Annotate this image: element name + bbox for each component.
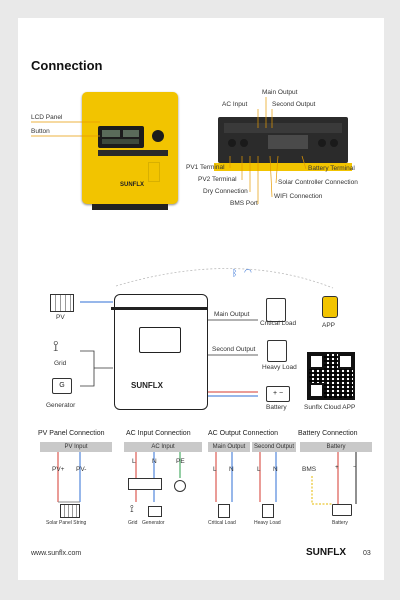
out-main-n-label: N xyxy=(229,466,234,473)
label-button: Button xyxy=(31,128,50,135)
second-output-bar: Second Output xyxy=(252,442,296,452)
label-main-output: Main Output xyxy=(262,89,298,96)
app-phone-icon xyxy=(322,296,338,318)
battery-caption: Battery xyxy=(332,520,348,526)
ac-output-connection-title: AC Output Connection xyxy=(208,430,279,437)
battery-connection-title: Battery Connection xyxy=(298,430,358,437)
pv-input-bar: PV Input xyxy=(40,442,112,452)
battery-minus-label: − xyxy=(353,464,357,471)
out-second-l-label: L xyxy=(257,466,261,473)
label-app: APP xyxy=(322,322,336,329)
system-wiring xyxy=(80,268,334,397)
label-pv: PV xyxy=(56,314,65,321)
diagram-brand: SUNFLX xyxy=(131,381,163,390)
label-main-output-line: Main Output xyxy=(214,311,250,318)
label-battery-terminal: Battery Terminal xyxy=(308,165,355,172)
page-title: Connection xyxy=(31,58,103,73)
label-ac-input: AC Input xyxy=(222,101,248,108)
terminal-wiring xyxy=(57,452,357,505)
label-battery: Battery xyxy=(266,404,287,411)
label-heavy-load: Heavy Load xyxy=(262,364,297,371)
label-dry-connection: Dry Connection xyxy=(203,188,248,195)
heavy-load-small-icon xyxy=(262,504,274,518)
ac-input-bar: AC Input xyxy=(124,442,202,452)
label-wifi-connection: WIFI Connection xyxy=(274,193,323,200)
ground-icon xyxy=(174,480,186,492)
battery-small-icon xyxy=(332,504,352,516)
label-pv2-terminal: PV2 Terminal xyxy=(198,176,237,183)
terminal-panel-bottom xyxy=(214,163,352,171)
bluetooth-icon: ᛒ xyxy=(232,268,238,278)
device-logo: SUNFLX xyxy=(120,182,144,188)
critical-load-small-icon xyxy=(218,504,230,518)
lcd-panel xyxy=(98,126,144,148)
battery-bar: Battery xyxy=(300,442,372,452)
label-second-output-line: Second Output xyxy=(212,346,256,353)
inverter-base xyxy=(92,204,168,210)
label-lcd-panel: LCD Panel xyxy=(31,114,63,121)
pv-minus-label: PV- xyxy=(76,466,87,473)
label-second-output: Second Output xyxy=(272,101,316,108)
battery-bms-label: BMS xyxy=(302,466,317,473)
grid-small-icon: ⟟ xyxy=(130,504,134,515)
wifi-icon: ◠ xyxy=(244,267,252,277)
main-output-bar: Main Output xyxy=(208,442,250,452)
front-leader-lines xyxy=(31,121,100,137)
footer-logo: SUNFLX xyxy=(306,547,346,558)
rear-leader-lines xyxy=(229,97,307,204)
diagram-lcd xyxy=(139,327,181,353)
critical-load-caption: Critical Load xyxy=(208,520,236,526)
label-grid: Grid xyxy=(54,360,67,367)
battery-icon: + − xyxy=(266,386,290,402)
inverter-terminal-panel xyxy=(218,117,348,163)
battery-plus-label: + xyxy=(335,464,339,471)
ac-grid-caption: Grid xyxy=(128,520,138,526)
inverter-front: SUNFLX xyxy=(82,92,178,204)
ac-switch-box xyxy=(128,478,162,490)
pv-connection-title: PV Panel Connection xyxy=(38,430,105,437)
footer-brand: SUNFLX xyxy=(306,547,346,558)
manual-page: Connection SUNFLX LCD Panel Button Main … xyxy=(18,18,384,580)
label-generator: Generator xyxy=(46,402,76,409)
label-solar-controller: Solar Controller Connection xyxy=(278,179,358,186)
solar-panel-string-icon xyxy=(60,504,80,518)
solar-panel-string-caption: Solar Panel String xyxy=(46,520,87,526)
label-bms-port: BMS Port xyxy=(230,200,258,207)
label-pv1-terminal: PV1 Terminal xyxy=(186,164,225,171)
label-critical-load: Critical Load xyxy=(260,320,297,327)
label-cloud-app: Sunflx Cloud APP xyxy=(304,404,356,411)
out-second-n-label: N xyxy=(273,466,278,473)
footer-url[interactable]: www.sunflx.com xyxy=(31,550,82,557)
brand-text: SUNFLX xyxy=(120,182,144,188)
generator-small-icon xyxy=(148,506,162,517)
generator-icon: G xyxy=(52,378,72,394)
button-strip xyxy=(98,150,168,156)
ac-l-label: L xyxy=(132,458,136,465)
qr-code[interactable] xyxy=(307,352,355,400)
inverter-diagram: SUNFLX xyxy=(111,294,208,410)
ac-generator-caption: Generator xyxy=(142,520,165,526)
critical-load-icon xyxy=(266,298,286,322)
pv-plus-label: PV+ xyxy=(52,466,65,473)
heavy-load-caption: Heavy Load xyxy=(254,520,281,526)
ac-input-connection-title: AC Input Connection xyxy=(126,430,191,437)
ac-pe-label: PE xyxy=(176,458,185,465)
pv-icon xyxy=(50,294,74,312)
heavy-load-icon xyxy=(267,340,287,362)
page-number: 03 xyxy=(363,550,371,557)
grid-tower-icon: ⟟ xyxy=(53,338,59,355)
out-main-l-label: L xyxy=(213,466,217,473)
power-button[interactable] xyxy=(152,130,164,142)
ac-n-label: N xyxy=(152,458,157,465)
